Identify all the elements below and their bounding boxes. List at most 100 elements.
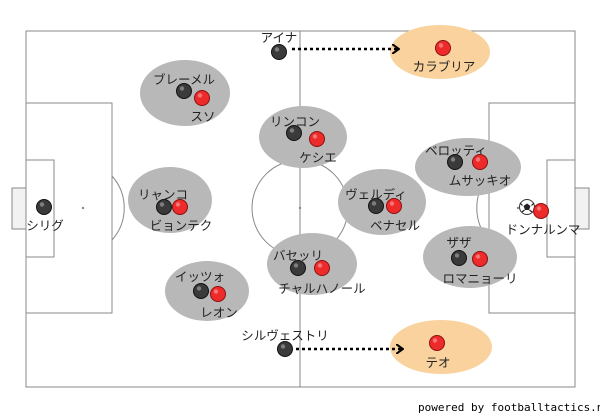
player-marker[interactable]: [435, 40, 451, 56]
player-marker-shine: [475, 157, 481, 162]
player-name: バセッリ: [273, 248, 323, 263]
player-marker-shine: [312, 134, 318, 139]
credit-text: powered by footballtactics.net: [418, 401, 600, 414]
player-red[interactable]: ドンナルンマ: [506, 203, 581, 238]
player-marker[interactable]: [176, 83, 192, 99]
zone-baselli: [267, 233, 357, 295]
player-name: アイナ: [261, 30, 298, 45]
player-name: シリグ: [26, 218, 64, 233]
player-marker-shine: [159, 202, 165, 207]
player-marker-shine: [454, 253, 460, 258]
player-marker-shine: [196, 286, 202, 291]
player-red[interactable]: チャルハノール: [278, 260, 366, 297]
player-dark[interactable]: リンコン: [270, 114, 320, 141]
player-dark[interactable]: ザザ: [446, 235, 472, 266]
player-marker[interactable]: [271, 44, 287, 60]
player-marker-shine: [450, 157, 456, 162]
player-marker[interactable]: [472, 154, 488, 170]
zone-belotti: [415, 138, 521, 196]
player-marker-shine: [317, 263, 323, 268]
player-dark[interactable]: リャンコ: [138, 187, 188, 215]
player-red[interactable]: ロマニョーリ: [442, 251, 518, 287]
player-marker-shine: [175, 202, 181, 207]
ball-icon: [519, 199, 535, 215]
player-name: レオン: [200, 305, 238, 320]
player-name: ドンナルンマ: [506, 222, 581, 237]
player-dark[interactable]: ブレーメル: [153, 72, 215, 99]
pitch-lines: [11, 30, 590, 388]
zone-zaza: [423, 226, 517, 288]
player-name: リャンコ: [138, 187, 188, 202]
player-marker-shine: [213, 289, 219, 294]
player-dark[interactable]: ヴェルディ: [345, 187, 407, 214]
player-dark[interactable]: ベロッティ: [425, 143, 487, 170]
player-marker[interactable]: [451, 250, 467, 266]
player-marker[interactable]: [472, 251, 488, 267]
player-red[interactable]: カラブリア: [413, 40, 476, 75]
player-name: ロマニョーリ: [442, 271, 517, 286]
player-marker-shine: [432, 338, 438, 343]
player-name: リンコン: [270, 114, 320, 129]
player-marker[interactable]: [286, 125, 302, 141]
player-marker-shine: [280, 344, 286, 349]
player-marker[interactable]: [386, 198, 402, 214]
player-marker-shine: [389, 201, 395, 206]
zone-rincon: [259, 106, 347, 168]
player-red[interactable]: ムサッキオ: [449, 154, 512, 189]
player-marker-shine: [289, 128, 295, 133]
player-red[interactable]: ケシエ: [299, 131, 337, 166]
player-marker-shine: [274, 47, 280, 52]
player-marker-shine: [371, 201, 377, 206]
player-marker[interactable]: [368, 198, 384, 214]
player-name: イッツォ: [175, 269, 225, 284]
player-marker[interactable]: [172, 199, 188, 215]
player-marker[interactable]: [36, 199, 52, 215]
player-marker-shine: [438, 43, 444, 48]
zone-lyanco: [128, 167, 212, 233]
player-marker[interactable]: [533, 203, 549, 219]
player-name: ムサッキオ: [449, 173, 512, 188]
right-penalty-spot: [516, 206, 520, 210]
left-penalty-spot: [81, 206, 85, 210]
player-marker-shine: [293, 263, 299, 268]
player-red[interactable]: ベナセル: [370, 198, 420, 234]
player-marker[interactable]: [210, 286, 226, 302]
player-marker[interactable]: [194, 90, 210, 106]
player-marker[interactable]: [429, 335, 445, 351]
player-red[interactable]: スソ: [190, 90, 216, 125]
player-dark[interactable]: シルヴェストリ: [241, 328, 329, 357]
player-dark[interactable]: バセッリ: [273, 248, 323, 276]
player-marker[interactable]: [156, 199, 172, 215]
player-marker-shine: [475, 254, 481, 259]
center-spot: [298, 206, 302, 210]
player-name: テオ: [425, 355, 450, 370]
player-marker-shine: [536, 206, 542, 211]
player-name: ザザ: [446, 235, 471, 250]
player-marker[interactable]: [193, 283, 209, 299]
player-name: ヴェルディ: [345, 187, 407, 202]
right-goal: [574, 187, 590, 230]
player-name: ブレーメル: [153, 72, 215, 87]
player-marker[interactable]: [290, 260, 306, 276]
player-name: スソ: [190, 109, 215, 124]
right-goal-area: [546, 159, 576, 258]
player-dark[interactable]: アイナ: [261, 30, 298, 60]
player-name: シルヴェストリ: [241, 328, 329, 343]
player-name: ベナセル: [370, 218, 420, 233]
player-marker[interactable]: [447, 154, 463, 170]
player-dark[interactable]: イッツォ: [175, 269, 225, 299]
player-dark[interactable]: シリグ: [26, 199, 64, 234]
player-name: ビョンテク: [150, 218, 213, 233]
player-marker[interactable]: [309, 131, 325, 147]
player-marker-shine: [197, 93, 203, 98]
player-red[interactable]: テオ: [425, 335, 451, 371]
player-name: チャルハノール: [278, 281, 365, 296]
player-red[interactable]: ビョンテク: [150, 199, 213, 234]
player-red[interactable]: レオン: [200, 286, 238, 321]
left-penalty-arc: [111, 175, 125, 241]
player-name: カラブリア: [413, 59, 476, 74]
player-marker[interactable]: [277, 341, 293, 357]
player-marker[interactable]: [314, 260, 330, 276]
